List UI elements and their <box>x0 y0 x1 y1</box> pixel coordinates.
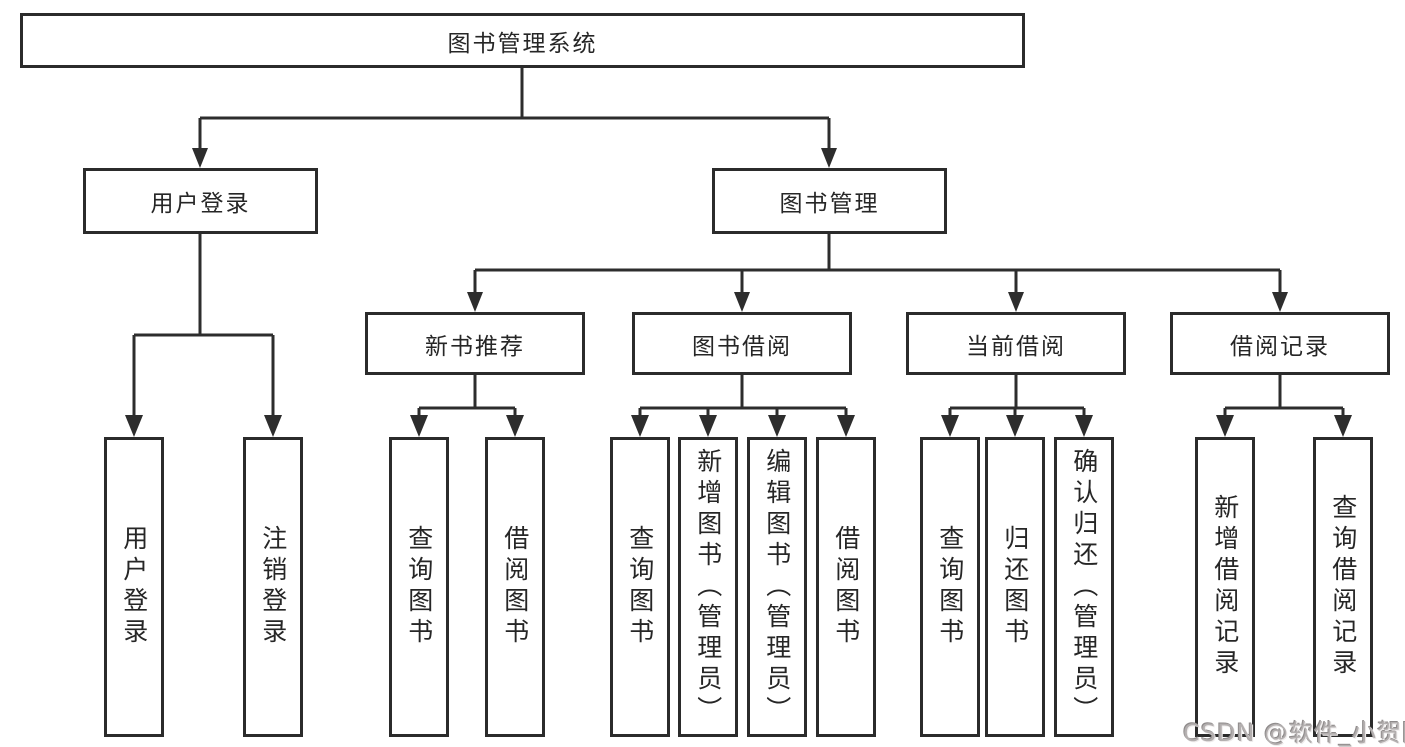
leaf-label: 查询图书 <box>404 525 434 649</box>
leaf-label: 新增借阅记录 <box>1210 494 1240 680</box>
connector-newbook-to-leaves <box>410 375 524 437</box>
leaf-label: 查询图书 <box>935 525 965 649</box>
connector-bookmgmt-to-level3 <box>467 234 1288 312</box>
leaf-label: 借阅图书 <box>500 525 530 649</box>
arrow-down-icon <box>125 415 282 437</box>
leaf-edit-book-admin: 编辑图书（管理员） <box>747 437 807 737</box>
leaf-label: 查询图书 <box>625 525 655 649</box>
arrow-down-icon <box>410 415 524 437</box>
arrow-down-icon <box>192 148 837 168</box>
leaf-user-login: 用户登录 <box>104 437 164 737</box>
node-label: 图书管理 <box>779 191 880 217</box>
leaf-add-borrow-record: 新增借阅记录 <box>1195 437 1255 737</box>
leaf-label: 确认归还（管理员） <box>1069 447 1099 727</box>
node-book-borrow: 图书借阅 <box>632 312 852 375</box>
node-borrow-record: 借阅记录 <box>1170 312 1390 375</box>
leaf-label: 用户登录 <box>119 525 149 649</box>
connector-root-to-level2 <box>192 68 837 168</box>
watermark: CSDN @软件_小贺同学 <box>1183 719 1405 747</box>
leaf-borrow-book: 借阅图书 <box>816 437 876 737</box>
leaf-label: 注销登录 <box>258 525 288 649</box>
connector-userlogin-to-leaves <box>125 234 282 437</box>
leaf-query-book-current: 查询图书 <box>920 437 980 737</box>
leaf-label: 编辑图书（管理员） <box>762 447 792 727</box>
leaf-borrow-book-recommend: 借阅图书 <box>485 437 545 737</box>
connector-currentborrow-to-leaves <box>941 375 1093 437</box>
arrow-down-icon <box>467 292 1288 312</box>
node-current-borrow: 当前借阅 <box>906 312 1126 375</box>
node-library-management-system: 图书管理系统 <box>20 13 1025 68</box>
arrow-down-icon <box>1216 415 1352 437</box>
leaf-query-book-recommend: 查询图书 <box>389 437 449 737</box>
node-label: 当前借阅 <box>966 333 1066 360</box>
leaf-add-book-admin: 新增图书（管理员） <box>678 437 738 737</box>
node-user-login: 用户登录 <box>83 168 318 234</box>
leaf-label: 归还图书 <box>1000 525 1030 649</box>
node-book-management: 图书管理 <box>712 168 947 234</box>
leaf-label: 查询借阅记录 <box>1328 494 1358 680</box>
connector-borrowrecord-to-leaves <box>1216 375 1352 437</box>
leaf-query-book-borrow: 查询图书 <box>610 437 670 737</box>
leaf-label: 新增图书（管理员） <box>693 447 723 727</box>
connector-bookborrow-to-leaves <box>631 375 855 437</box>
node-label: 新书推荐 <box>425 333 525 360</box>
leaf-label: 借阅图书 <box>831 525 861 649</box>
leaf-logout: 注销登录 <box>243 437 303 737</box>
arrow-down-icon <box>631 415 855 437</box>
node-label: 图书管理系统 <box>447 30 598 57</box>
node-new-book-recommend: 新书推荐 <box>365 312 585 375</box>
leaf-confirm-return-admin: 确认归还（管理员） <box>1054 437 1114 737</box>
node-label: 借阅记录 <box>1230 333 1330 360</box>
node-label: 图书借阅 <box>692 333 792 360</box>
leaf-return-book: 归还图书 <box>985 437 1045 737</box>
node-label: 用户登录 <box>150 191 251 217</box>
leaf-query-borrow-record: 查询借阅记录 <box>1313 437 1373 737</box>
arrow-down-icon <box>941 415 1093 437</box>
